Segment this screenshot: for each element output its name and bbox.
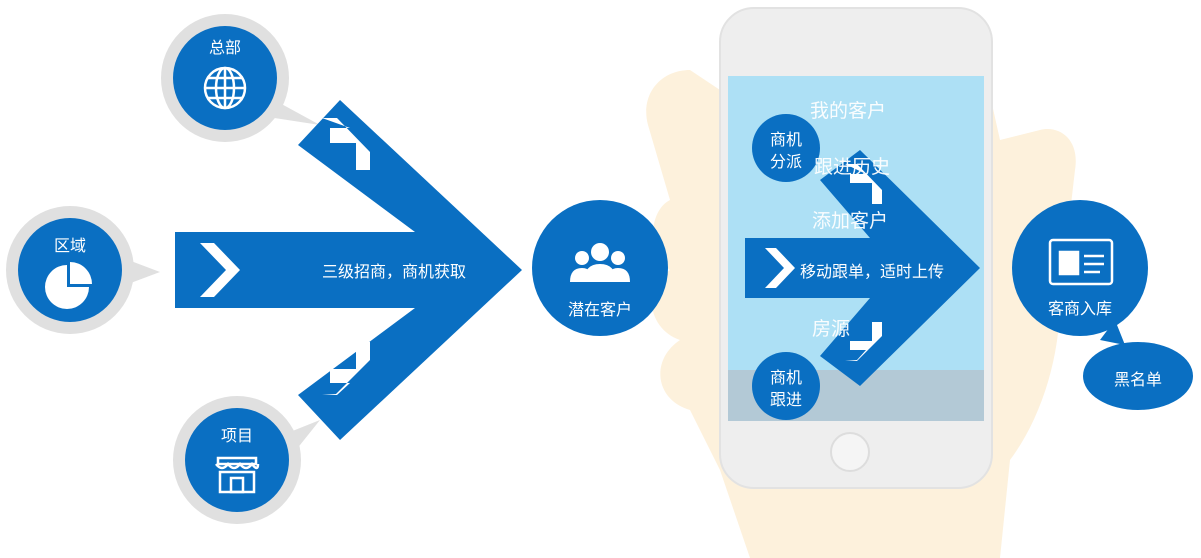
hq-label: 总部 xyxy=(208,40,241,57)
mobile-arrow xyxy=(745,150,980,386)
user-group-icon xyxy=(570,243,630,282)
warehouse-circle xyxy=(1012,200,1148,336)
acquire-arrow-chevrons xyxy=(200,118,370,395)
acquire-arrow xyxy=(175,100,522,440)
acquire-arrow-label: 三级招商，商机获取 xyxy=(322,264,467,281)
dispatch-label-line2: 分派 xyxy=(769,154,802,171)
mobile-arrow-chevrons xyxy=(765,164,882,361)
dispatch-label-line1: 商机 xyxy=(769,132,802,149)
globe-icon xyxy=(203,66,247,110)
warehouse-label: 客商入库 xyxy=(1047,301,1112,318)
phone-menu-item-history: 跟进历史 xyxy=(814,157,891,178)
project-bubble xyxy=(173,396,320,524)
storefront-icon xyxy=(215,456,260,494)
mobile-arrow-label: 移动跟单，适时上传 xyxy=(800,264,945,281)
followup-circle xyxy=(752,352,820,420)
id-card-icon xyxy=(1048,238,1114,286)
region-label: 区域 xyxy=(53,238,86,255)
phone-menu-item-my-customers: 我的客户 xyxy=(810,101,887,122)
followup-label-line1: 商机 xyxy=(769,370,802,387)
pie-chart-icon xyxy=(45,262,92,309)
blacklist-bubble xyxy=(1083,320,1193,410)
phone-menu-item-housing: 房源 xyxy=(812,319,851,340)
prospects-label: 潜在客户 xyxy=(567,302,632,319)
dispatch-circle xyxy=(752,114,820,182)
project-label: 项目 xyxy=(220,428,253,445)
blacklist-label: 黑名单 xyxy=(1113,372,1162,389)
followup-label-line2: 跟进 xyxy=(769,392,802,409)
phone-menu-item-add-customer: 添加客户 xyxy=(812,211,889,232)
phone-home-button xyxy=(830,432,870,472)
